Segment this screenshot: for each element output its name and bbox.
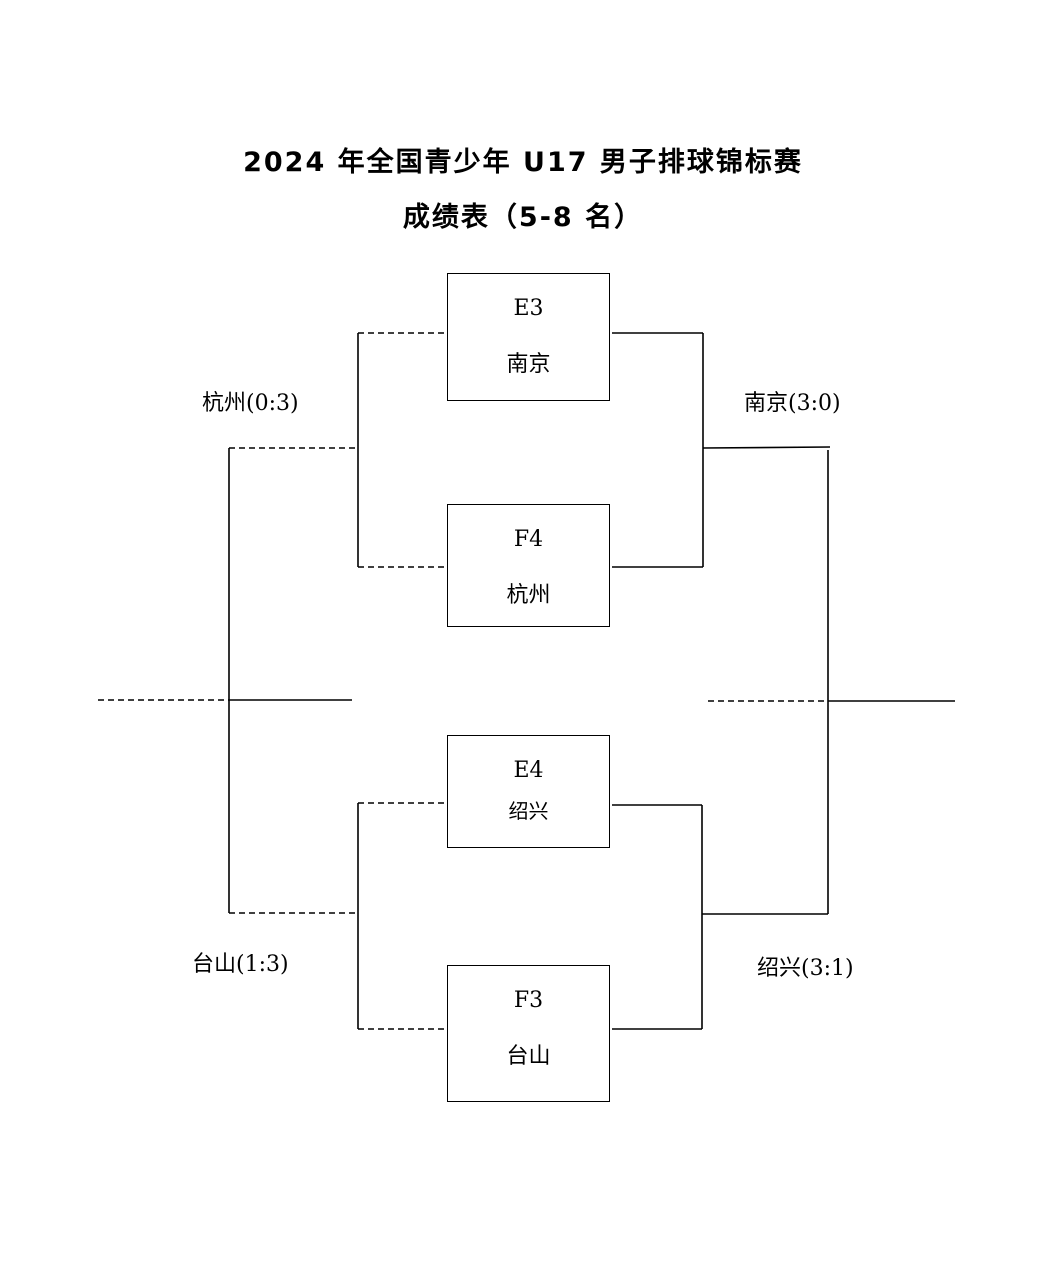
result-left-top: 杭州(0:3) (202, 391, 299, 416)
page-title: 2024 年全国青少年 U17 男子排球锦标赛 (243, 147, 803, 178)
team-code: F3 (513, 988, 544, 1013)
team-name: 南京 (506, 352, 551, 377)
team-code: E3 (513, 296, 544, 321)
result-left-bottom: 台山(1:3) (192, 952, 289, 977)
team-box-f3: F3 台山 (447, 965, 610, 1102)
team-box-e4: E4 绍兴 (447, 735, 610, 848)
team-box-e3: E3 南京 (447, 273, 610, 401)
result-right-bottom: 绍兴(3:1) (757, 956, 854, 981)
team-name: 绍兴 (508, 799, 549, 823)
team-code: E4 (513, 758, 544, 783)
team-name: 杭州 (506, 583, 551, 608)
team-code: F4 (513, 527, 544, 552)
page-subtitle: 成绩表（5-8 名） (402, 202, 644, 233)
right-top-out (702, 446, 831, 449)
team-name: 台山 (506, 1044, 551, 1069)
team-box-f4: F4 杭州 (447, 504, 610, 627)
result-right-top: 南京(3:0) (744, 391, 841, 416)
